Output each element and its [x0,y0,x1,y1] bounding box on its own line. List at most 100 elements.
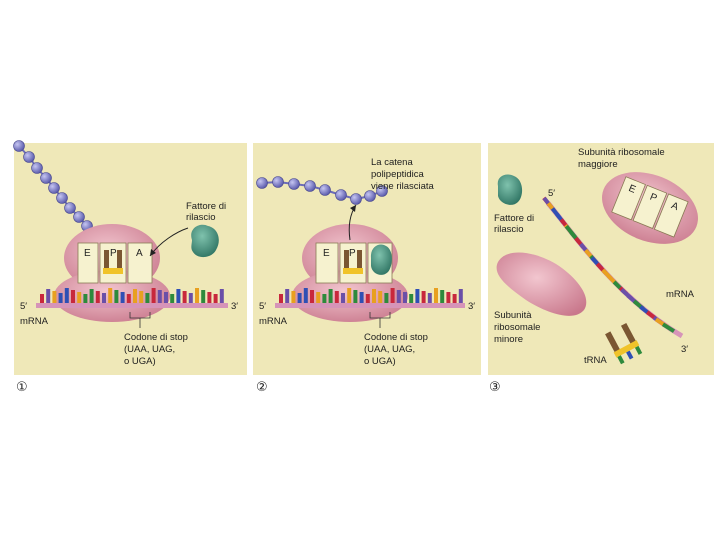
nucleotide [40,294,44,303]
nucleotide [151,288,156,303]
amino-acid-bead [23,151,35,163]
mrna-nucleotides [279,288,463,303]
site-label-p: P [648,192,659,205]
nucleotide [297,293,302,303]
site-label-p: P [110,248,117,259]
panel-number: ③ [489,380,501,395]
stop-label-line-1: Codone di stop [364,332,428,343]
trna-arm-right [620,322,637,346]
stop-label-line-3: o UGA) [124,356,156,367]
nucleotide [452,294,457,303]
nucleotide [58,293,63,303]
anticodon-1 [617,355,625,365]
stop-label-line-2: (UAA, UAG, [124,344,175,355]
nucleotide [390,288,395,303]
site-label-a: A [669,200,680,213]
mrna-label: mRNA [20,316,49,327]
amino-acid-bead [64,202,76,214]
amino-acid-bead [48,182,60,194]
site-label-a: A [136,248,143,259]
amino-acid-bead [256,177,268,189]
nucleotide [378,291,383,303]
stop-label-line-2: (UAA, UAG, [364,344,415,355]
trna-body [613,340,640,358]
trna-arm-left [605,331,621,354]
amino-acid-bead [272,176,284,188]
nucleotide [188,293,193,303]
nucleotide [409,294,414,303]
nucleotide [114,290,119,303]
small-subunit-free [496,252,587,316]
stop-label-line-1: Codone di stop [124,332,188,343]
factor-label-line-2: rilascio [186,212,216,223]
nucleotide [126,294,131,303]
nucleotide [291,291,296,303]
panel-number: ② [256,380,268,395]
prime-5-label: 5′ [548,188,555,199]
nucleotide [77,292,82,303]
nucleotide [421,291,426,303]
nucleotide [285,289,290,303]
factor-label-line-1: Fattore di [494,213,534,224]
amino-acid-bead [364,190,376,202]
nucleotide [316,292,321,303]
nucleotide [139,291,144,303]
amino-acid-bead [31,162,43,174]
large-subunit-detached: E P A [602,172,698,244]
large-subunit-label-line-1: Subunità ribosomale [578,147,665,158]
nucleotide [415,289,420,303]
nucleotide [310,290,314,303]
site-label-e: E [627,183,638,196]
nucleotide [359,292,364,303]
a-site-box [653,193,689,238]
amino-acid-bead [304,180,316,192]
a-site-box [127,242,153,284]
nucleotide [52,291,57,303]
mrna-label: mRNA [259,316,288,327]
nucleotide [341,293,345,303]
nucleotide [201,290,206,303]
stop-label-line-3: o UGA) [364,356,396,367]
nucleotide [384,293,389,303]
mrna-label: mRNA [666,289,695,300]
amino-acid-bead [13,140,25,152]
trna-p-site [343,250,363,274]
nucleotide [157,290,162,303]
prime-5-label: 5′ [259,301,266,312]
release-label-line-1: La catena [371,157,413,168]
factor-label-line-1: Fattore di [186,201,226,212]
nucleotide [353,290,358,303]
nucleotide [661,322,676,333]
panel-3: E P A Subunità ribosomale maggiore Fatto… [488,143,714,395]
amino-acid-bead [350,193,362,205]
amino-acid-bead [56,192,68,204]
site-label-e: E [323,248,330,259]
amino-acid-bead [73,211,85,223]
nucleotide [372,289,376,303]
nucleotide [328,289,333,303]
nucleotide [347,288,352,303]
e-site-box [77,242,99,284]
nucleotide [195,288,199,303]
amino-acid-bead [335,189,347,201]
e-site-box [315,242,339,284]
nucleotide [213,294,218,303]
nucleotide [279,294,283,303]
amino-acid-bead [376,185,388,197]
anticodon-3 [634,345,643,355]
nucleotide [64,288,69,303]
nucleotide [458,289,463,303]
release-factor-arrowhead [150,249,156,256]
mrna-nucleotides [542,196,676,333]
site-boxes [77,242,153,284]
nucleotide [89,289,94,303]
amino-acid-bead [40,172,52,184]
nucleotide [645,310,657,320]
large-subunit-label-line-2: maggiore [578,159,618,170]
nucleotide [170,294,175,303]
nucleotide [176,289,181,303]
factor-label-line-2: rilascio [494,224,524,235]
release-arrowhead [350,205,356,212]
amino-acid-bead [288,178,300,190]
